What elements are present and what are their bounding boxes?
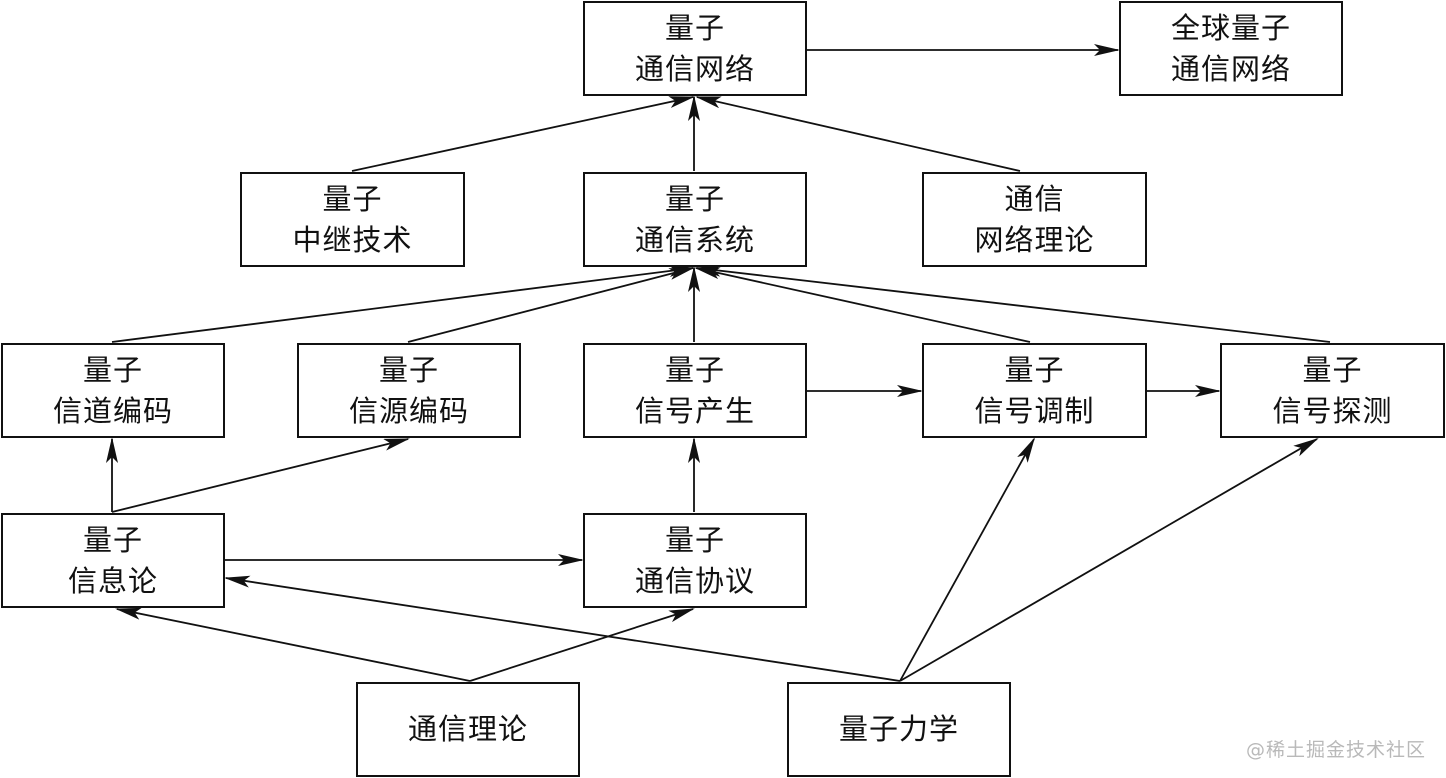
edge-quantum-mechanics-to-quantum-info-theory bbox=[224, 575, 901, 682]
node-quantum-mechanics: 量子力学 bbox=[787, 682, 1011, 777]
node-label-line1: 量子力学 bbox=[838, 712, 959, 746]
node-label-line2: 通信系统 bbox=[634, 222, 755, 257]
edge-quantum-signal-detection-to-quantum-comm-system bbox=[695, 264, 1331, 343]
node-quantum-source-coding: 量子 信源编码 bbox=[297, 343, 521, 438]
node-quantum-signal-generation: 量子 信号产生 bbox=[583, 343, 807, 438]
node-quantum-comm-system: 量子 通信系统 bbox=[583, 172, 807, 267]
node-label-line2: 信号调制 bbox=[974, 393, 1095, 428]
node-quantum-channel-coding: 量子 信道编码 bbox=[1, 343, 225, 438]
edge-comm-theory-to-quantum-comm-protocol bbox=[469, 608, 695, 682]
node-global-quantum-comm-network: 全球量子 通信网络 bbox=[1119, 1, 1343, 96]
node-label-line1: 量子 bbox=[322, 181, 383, 216]
node-label-line1: 量子 bbox=[664, 522, 725, 557]
edge-quantum-signal-modulation-to-quantum-comm-system bbox=[694, 267, 1031, 343]
node-label-line2: 信道编码 bbox=[52, 393, 173, 428]
node-label-line2: 信源编码 bbox=[348, 393, 469, 428]
node-label-line2: 网络理论 bbox=[974, 222, 1095, 257]
edge-quantum-channel-coding-to-quantum-comm-system bbox=[111, 265, 695, 343]
node-comm-theory: 通信理论 bbox=[356, 682, 580, 777]
node-label-line1: 量子 bbox=[378, 352, 439, 387]
node-label-line2: 信号探测 bbox=[1272, 393, 1393, 428]
node-label-line1: 通信理论 bbox=[407, 712, 528, 746]
node-label-line2: 信息论 bbox=[67, 563, 158, 598]
node-quantum-signal-detection: 量子 信号探测 bbox=[1220, 343, 1445, 438]
node-quantum-comm-network: 量子 通信网络 bbox=[583, 1, 807, 96]
node-label-line1: 全球量子 bbox=[1170, 10, 1291, 45]
node-label-line1: 量子 bbox=[664, 352, 725, 387]
node-label-line1: 量子 bbox=[1004, 352, 1065, 387]
edge-comm-theory-to-quantum-info-theory bbox=[115, 607, 471, 682]
watermark-text: @稀土掘金技术社区 bbox=[1245, 739, 1426, 761]
node-quantum-relay-tech: 量子 中继技术 bbox=[240, 172, 465, 267]
node-comm-network-theory: 通信 网络理论 bbox=[922, 172, 1147, 267]
node-label-line2: 信号产生 bbox=[634, 393, 755, 428]
node-label-line2: 通信网络 bbox=[1170, 51, 1291, 86]
node-label-line2: 中继技术 bbox=[292, 222, 413, 257]
edge-quantum-source-coding-to-quantum-comm-system bbox=[407, 267, 695, 343]
node-label-line2: 通信网络 bbox=[634, 51, 755, 86]
node-label-line1: 通信 bbox=[1004, 181, 1065, 216]
node-label-line1: 量子 bbox=[82, 352, 143, 387]
edge-quantum-info-theory-to-quantum-source-coding bbox=[111, 438, 410, 513]
edge-quantum-mechanics-to-quantum-signal-detection bbox=[899, 437, 1319, 682]
node-quantum-comm-protocol: 量子 通信协议 bbox=[583, 513, 807, 608]
node-quantum-signal-modulation: 量子 信号调制 bbox=[922, 343, 1147, 438]
node-label-line2: 通信协议 bbox=[634, 563, 755, 598]
edge-quantum-mechanics-to-quantum-signal-modulation bbox=[899, 437, 1035, 682]
node-label-line1: 量子 bbox=[664, 10, 725, 45]
node-label-line1: 量子 bbox=[1302, 352, 1363, 387]
node-quantum-info-theory: 量子 信息论 bbox=[1, 513, 225, 608]
edge-comm-network-theory-to-quantum-comm-network bbox=[695, 96, 1021, 172]
edge-quantum-relay-tech-to-quantum-comm-network bbox=[351, 96, 695, 172]
node-label-line1: 量子 bbox=[82, 522, 143, 557]
node-label-line1: 量子 bbox=[664, 181, 725, 216]
